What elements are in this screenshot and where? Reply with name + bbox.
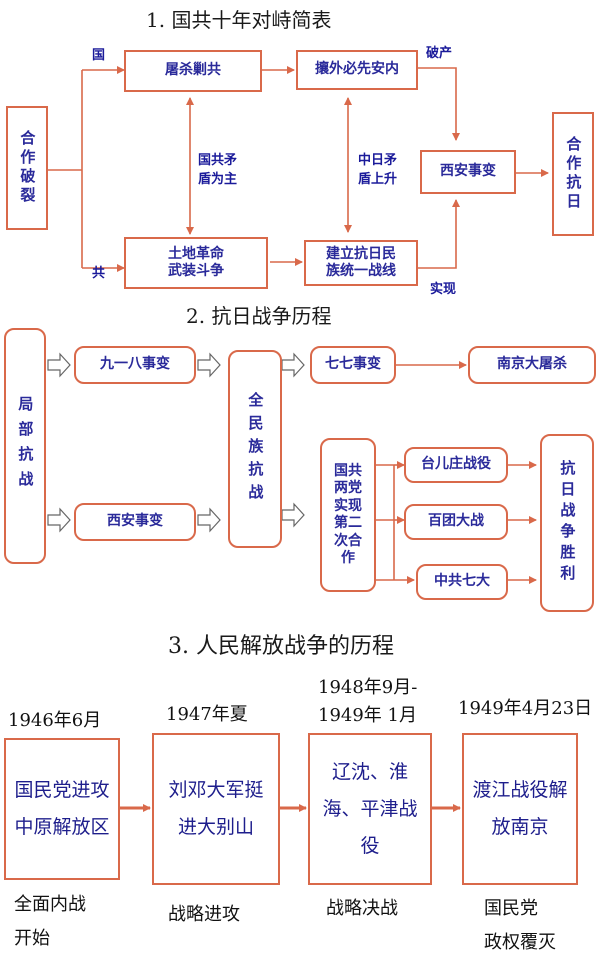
xian-incident-box-2: 西安事变 [74,503,196,541]
stage4-caption: 国民党 政权覆灭 [484,898,556,953]
stage2-date: 1947年夏 [166,704,248,725]
split-box: 合作破裂 [6,106,48,230]
hundred-regiments-box: 百团大战 [404,504,508,540]
local-resistance-box: 局部抗战 [4,328,46,564]
label-guo: 国 [92,48,106,63]
land-revolution-box: 土地革命 武装斗争 [124,237,268,289]
mukden-incident-box: 九一八事变 [74,346,196,384]
label-pochan: 破产 [426,46,453,61]
stage2-caption: 战略进攻 [168,904,240,925]
xian-incident-box: 西安事变 [420,150,516,194]
taierzhuang-box: 台儿庄战役 [404,447,508,483]
hollow-arrow-5 [281,352,305,378]
stage1-caption: 全面内战 开始 [14,894,86,949]
hollow-arrow-1 [47,352,71,378]
internal-pacification-box: 攘外必先安内 [296,50,418,90]
nanjing-massacre-box: 南京大屠杀 [468,346,596,384]
stage4-box: 渡江战役解放南京 [462,733,578,885]
stage2-box: 刘邓大军挺进大别山 [152,733,280,885]
section2-title: 2. 抗日战争历程 [186,304,332,328]
national-resistance-box: 全民族抗战 [228,350,282,548]
stage3-caption: 战略决战 [326,898,398,919]
arrow-top-right-to-center [418,67,460,141]
section1-title: 1. 国共十年对峙简表 [146,8,332,32]
section3-title: 3. 人民解放战争的历程 [168,634,394,659]
hollow-arrow-6 [281,502,305,528]
hollow-arrow-2 [47,507,71,533]
stage3-date: 1948年9月- 1949年 1月 [318,677,418,726]
united-front-box: 建立抗日民 族统一战线 [304,240,418,286]
massacre-box: 屠杀剿共 [124,50,262,92]
stage3-box: 辽沈、淮海、平津战役 [308,733,432,885]
cooperation-box: 合作抗日 [552,112,594,236]
label-gong: 共 [92,266,106,281]
stage1-box: 国民党进攻中原解放区 [4,738,120,880]
hollow-arrow-4 [197,507,221,533]
stage1-date: 1946年6月 [8,710,102,731]
label-shixian: 实现 [430,282,457,297]
victory-box: 抗日战争胜利 [540,434,594,612]
label-sino-japanese-conflict: 中日矛 盾上升 [358,153,398,187]
arrow-bottom-right-to-center [418,199,460,269]
marco-polo-bridge-box: 七七事变 [310,346,396,384]
stage4-date: 1949年4月23日 [458,698,593,719]
second-cooperation-box: 国共两党实现第二次合作 [320,438,376,592]
seventh-congress-box: 中共七大 [416,564,508,600]
label-kmt-ccp-conflict: 国共矛 盾为主 [198,153,238,187]
hollow-arrow-3 [197,352,221,378]
